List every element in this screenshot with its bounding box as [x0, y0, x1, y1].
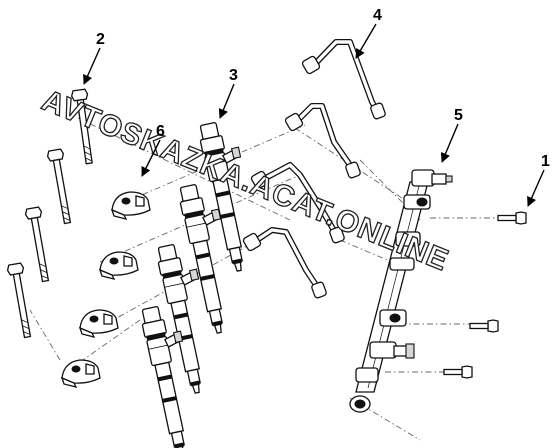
- callout-3: 3: [218, 67, 238, 119]
- callouts: 1 2 3 4 5 6: [83, 7, 550, 207]
- callout-2: 2: [83, 31, 105, 85]
- callout-5: 5: [440, 107, 463, 163]
- callout-2-label: 2: [96, 31, 105, 48]
- assembly-centerlines: [29, 117, 512, 441]
- callout-1: 1: [527, 153, 550, 207]
- callout-4-label: 4: [373, 7, 382, 24]
- callout-3-label: 3: [229, 67, 238, 84]
- fuel-rail: [349, 169, 453, 413]
- high-pressure-lines: [242, 39, 386, 299]
- rail-bolts: [443, 211, 527, 379]
- callout-4: 4: [355, 7, 382, 59]
- callout-5-label: 5: [454, 107, 463, 124]
- watermark: AVTOSKAZKA.ACAT.ONLINE: [37, 83, 454, 278]
- callout-6-label: 6: [156, 123, 165, 140]
- injector-clamps: [61, 191, 151, 388]
- callout-6: 6: [141, 123, 165, 177]
- watermark-text: AVTOSKAZKA.ACAT.ONLINE: [37, 84, 453, 278]
- callout-1-label: 1: [541, 153, 550, 170]
